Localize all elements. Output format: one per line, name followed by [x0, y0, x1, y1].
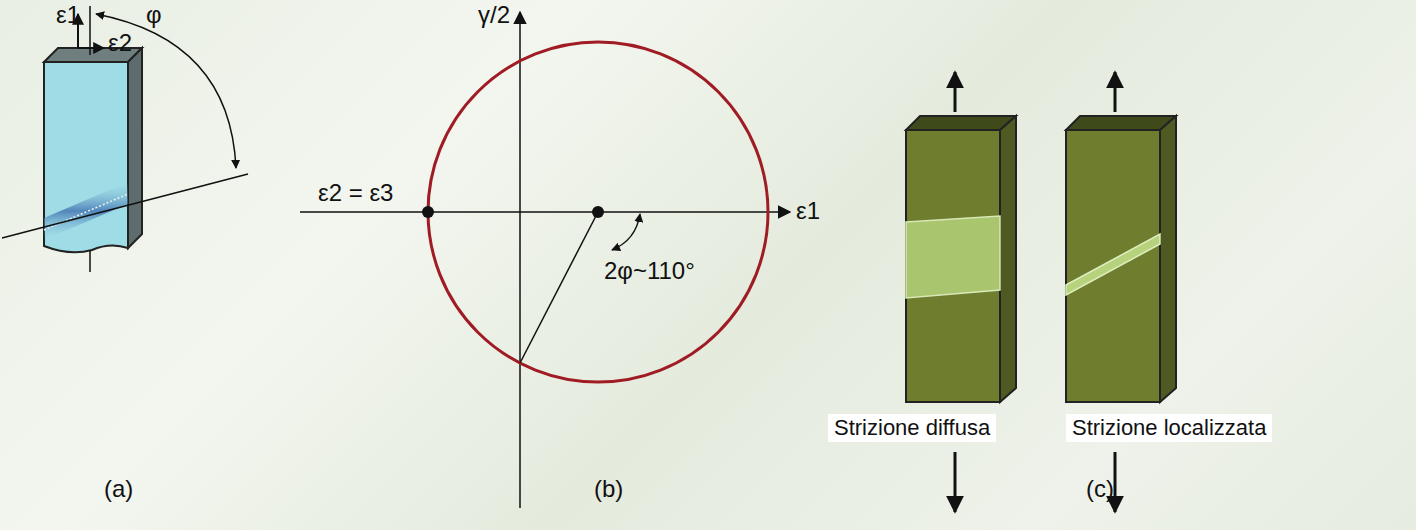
strain-arrow — [78, 47, 104, 49]
point — [422, 206, 434, 218]
axis-label: γ/2 — [478, 2, 510, 28]
panel-label: (c) — [1086, 476, 1114, 502]
axis — [519, 12, 521, 508]
axis-label: ε1 — [796, 198, 820, 224]
angle-label: 2φ~110° — [604, 258, 695, 284]
load-arrow — [1114, 72, 1117, 112]
incline-line — [2, 174, 248, 238]
specimen-diffuse — [906, 116, 1016, 402]
panel-label: (a) — [104, 476, 133, 502]
point-label: ε2 = ε3 — [318, 180, 393, 206]
specimen-localized — [1066, 116, 1176, 402]
axis — [300, 211, 790, 213]
load-arrow — [954, 72, 957, 112]
specimen-a — [44, 48, 142, 252]
angle-label: φ — [146, 2, 162, 28]
axis-line — [89, 250, 91, 272]
load-arrow — [954, 452, 957, 512]
angle-arc — [96, 14, 236, 168]
angle-arc — [612, 214, 640, 250]
strain-label: ε2 — [108, 30, 132, 56]
caption-text: Strizione diffusa — [828, 414, 996, 442]
strain-label: ε1 — [56, 2, 80, 28]
radius-line — [520, 212, 598, 363]
panel-label: (b) — [594, 476, 623, 502]
mohr-circle — [428, 42, 768, 382]
caption-text: Strizione localizzata — [1066, 414, 1272, 442]
